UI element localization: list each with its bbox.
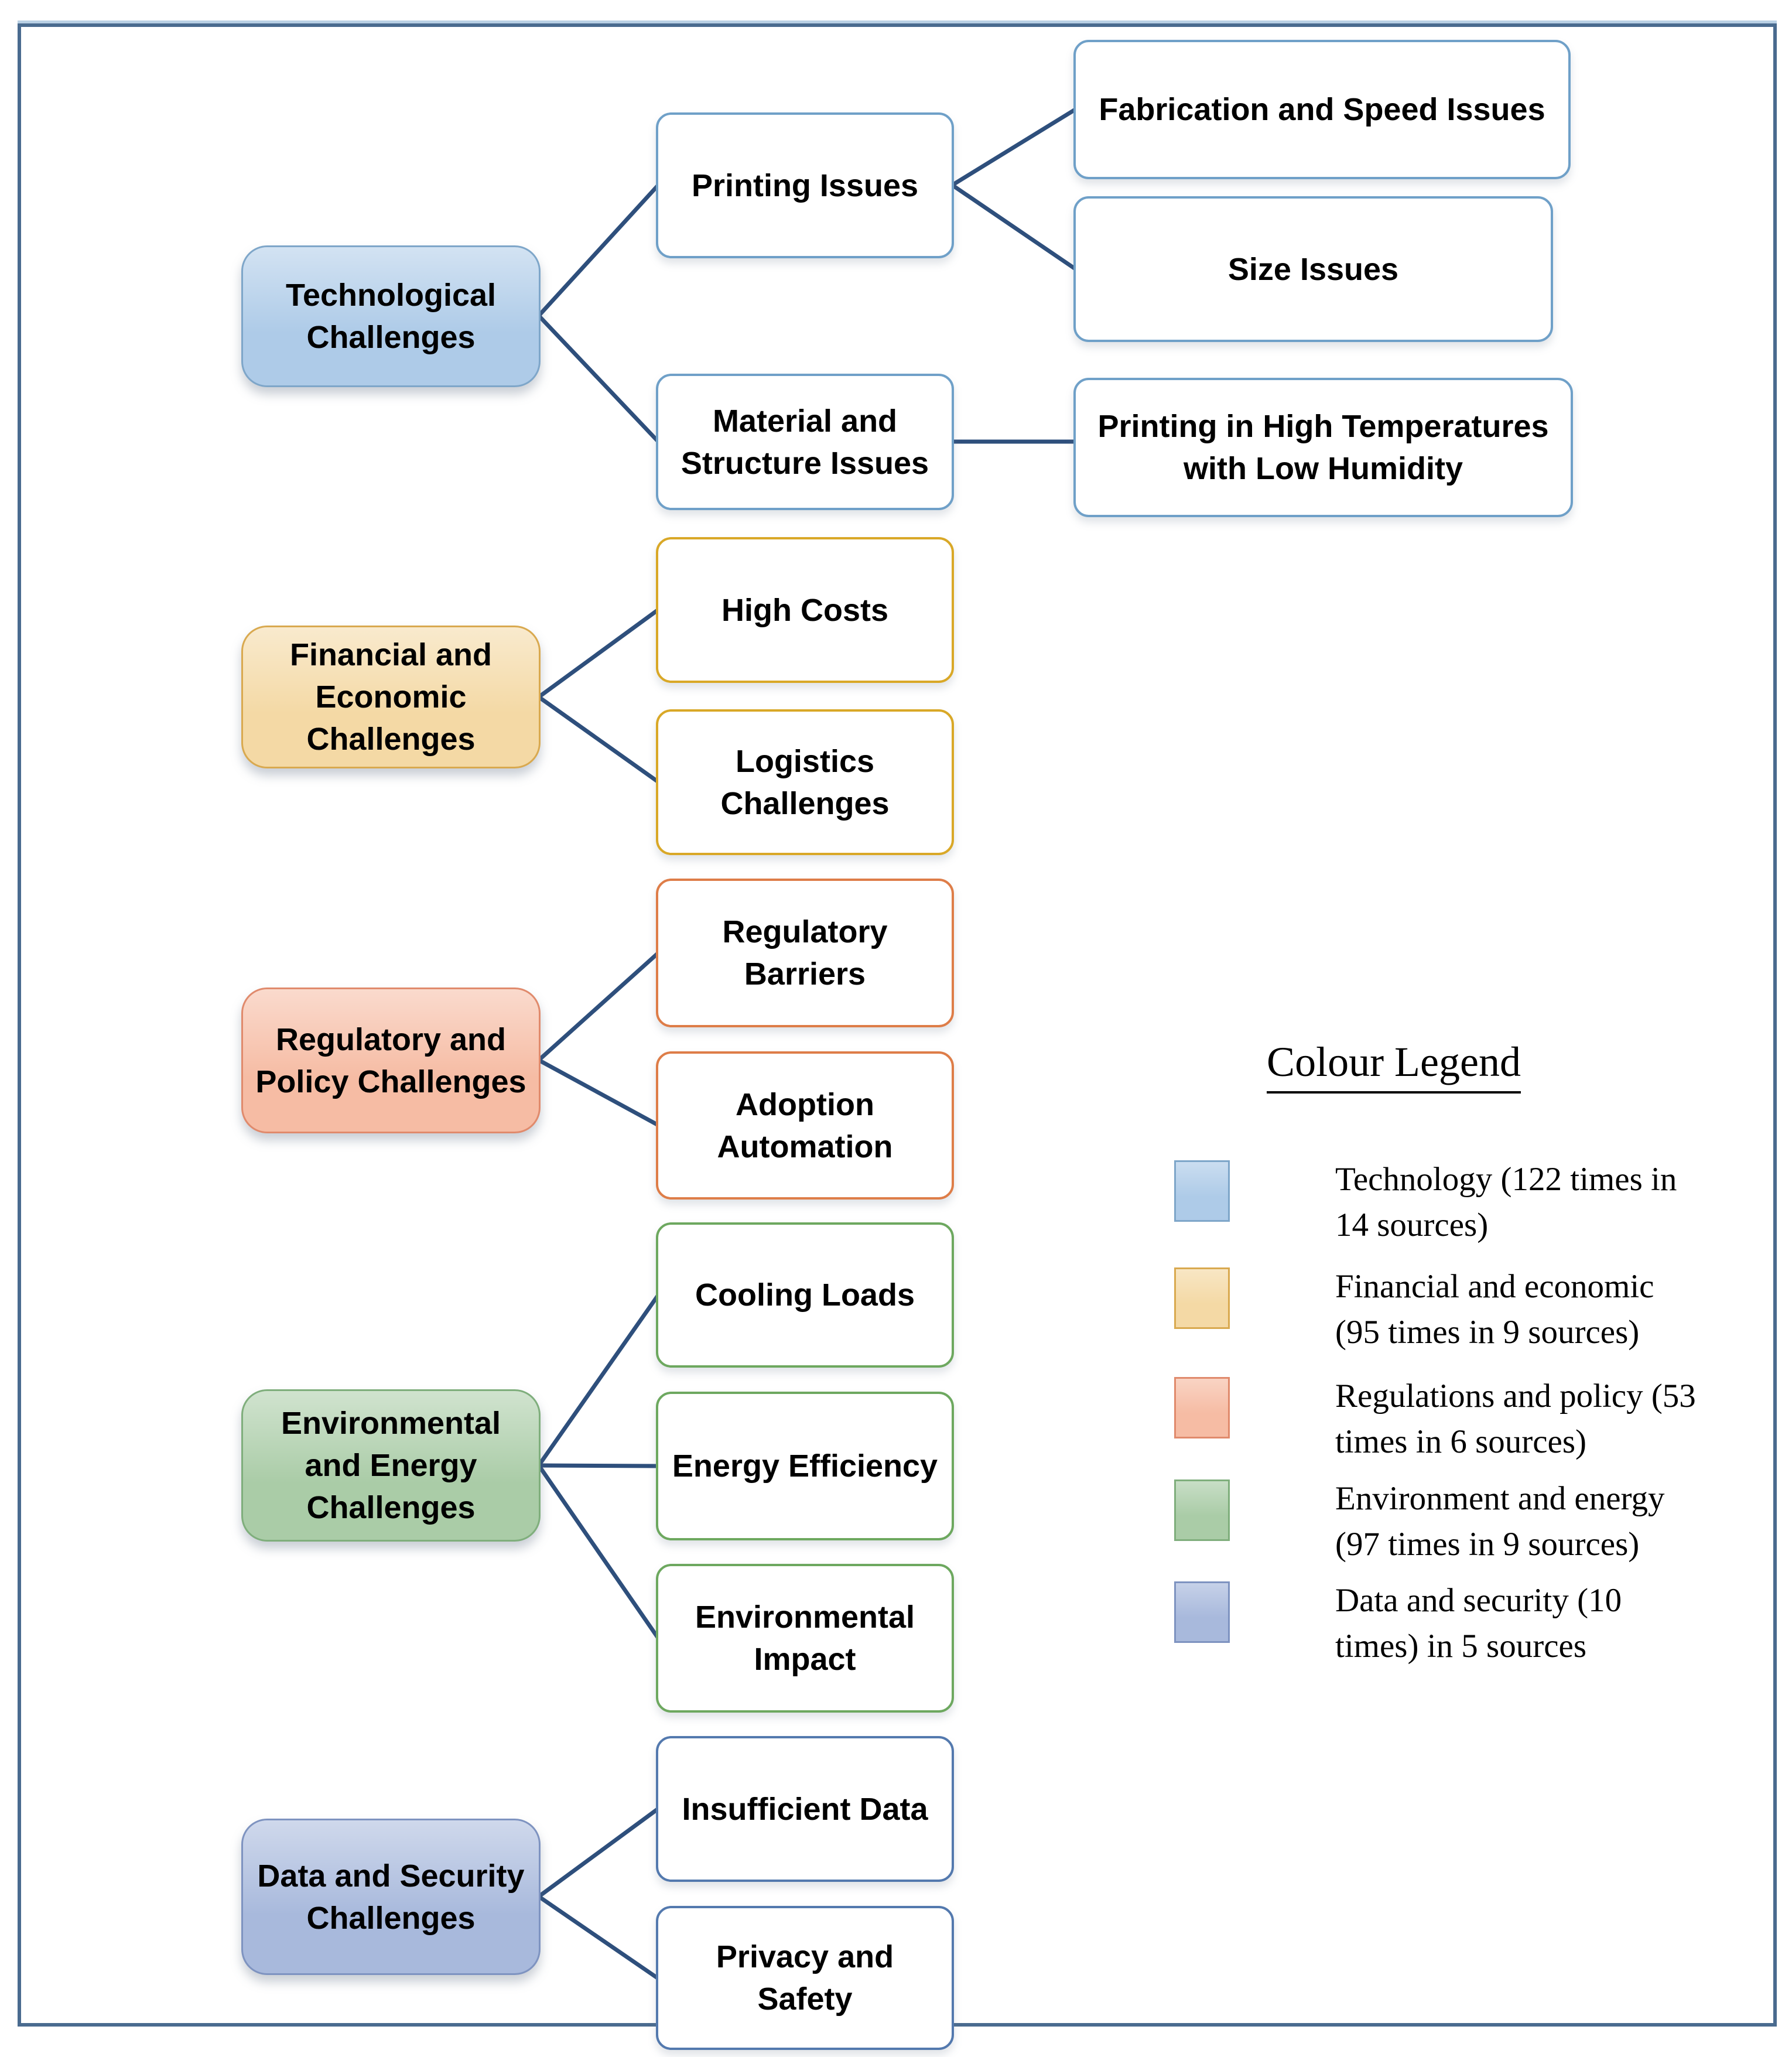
child-label-line: Structure Issues [680, 445, 929, 481]
grandchild-label-line: with Low Humidity [1184, 451, 1463, 486]
legend-swatch-data-security [1174, 1581, 1230, 1643]
child-box-privacy-safety: Privacy and Safety [656, 1906, 954, 2050]
category-label-line: and Energy [305, 1448, 477, 1483]
child-box-cooling-loads: Cooling Loads [656, 1222, 954, 1368]
child-box-insufficient-data: Insufficient Data [656, 1736, 954, 1882]
child-label-line: Challenges [720, 785, 890, 821]
child-label-line: Regulatory [722, 914, 888, 949]
category-label-line: Challenges [306, 320, 476, 355]
legend-swatch-technology [1174, 1160, 1230, 1222]
child-label-line: Adoption [736, 1086, 874, 1122]
grandchild-box-size-issues: Size Issues [1073, 196, 1553, 342]
grandchild-label-line: Printing in High Temperatures [1097, 409, 1549, 444]
category-box-financial: Financial and Economic Challenges [241, 626, 541, 768]
legend-title: Colour Legend [1218, 1038, 1569, 1094]
category-box-technological: Technological Challenges [241, 245, 541, 387]
child-label-line: Insufficient Data [682, 1791, 928, 1827]
connector-printing-size [950, 183, 1078, 271]
category-label-line: Regulatory and [275, 1021, 507, 1057]
child-label-line: Energy Efficiency [672, 1448, 938, 1484]
connector-printing-fabrication [950, 107, 1078, 187]
legend-item-label: Technology (122 times in 14 sources) [1335, 1161, 1677, 1243]
grandchild-label-line: Fabrication and Speed Issues [1099, 92, 1545, 127]
child-box-regulatory-barriers: Regulatory Barriers [656, 879, 954, 1027]
grandchild-label-line: Size Issues [1227, 251, 1399, 287]
category-label-line: Financial and [289, 637, 493, 672]
legend-item-label: Regulations and policy (53 times in 6 so… [1335, 1378, 1696, 1460]
child-box-material-structure: Material and Structure Issues [656, 374, 954, 510]
legend-item-technology: Technology (122 times in 14 sources) [1174, 1157, 1766, 1248]
category-box-data-security: Data and Security Challenges [241, 1819, 541, 1975]
category-box-environmental: Environmental and Energy Challenges [241, 1389, 541, 1542]
child-label-line: High Costs [721, 592, 888, 628]
child-label-line: Safety [757, 1981, 853, 2017]
category-box-regulatory: Regulatory and Policy Challenges [241, 988, 541, 1133]
connector-reg-barriers [536, 951, 661, 1062]
connector-tech-printing [536, 183, 661, 318]
child-box-logistics: Logistics Challenges [656, 709, 954, 855]
grandchild-box-fabrication-speed: Fabrication and Speed Issues [1073, 40, 1571, 179]
category-label-line: Challenges [306, 1490, 476, 1525]
connector-data-insufficient [536, 1806, 661, 1899]
child-box-environmental-impact: Environmental Impact [656, 1564, 954, 1713]
child-label-line: Cooling Loads [695, 1277, 915, 1313]
connector-fin-logistics [536, 695, 661, 784]
legend-item-regulations: Regulations and policy (53 times in 6 so… [1174, 1373, 1766, 1465]
connector-tech-material [536, 313, 661, 444]
child-label-line: Barriers [744, 956, 866, 992]
category-label-line: Challenges [306, 1900, 476, 1936]
legend-item-environment: Environment and energy (97 times in 9 so… [1174, 1476, 1766, 1567]
legend-swatch-financial [1174, 1267, 1230, 1329]
child-box-energy-efficiency: Energy Efficiency [656, 1392, 954, 1540]
category-label-line: Policy Challenges [255, 1064, 526, 1099]
connector-fin-highcosts [536, 607, 661, 699]
category-label-line: Environmental [281, 1406, 501, 1441]
legend-item-label: Financial and economic (95 times in 9 so… [1335, 1268, 1654, 1351]
legend-item-label: Environment and energy (97 times in 9 so… [1335, 1480, 1665, 1563]
legend-swatch-regulations [1174, 1377, 1230, 1438]
legend-swatch-environment [1174, 1479, 1230, 1541]
child-label-line: Privacy and [716, 1939, 894, 1974]
connector-reg-adoption [536, 1058, 661, 1127]
child-label-line: Logistics [735, 743, 875, 779]
child-box-adoption-automation: Adoption Automation [656, 1051, 954, 1200]
category-label-line: Data and Security [257, 1858, 525, 1894]
grandchild-box-high-temp-printing: Printing in High Temperatures with Low H… [1073, 378, 1573, 517]
child-label-line: Automation [717, 1129, 893, 1164]
child-box-high-costs: High Costs [656, 537, 954, 683]
child-label-line: Environmental [695, 1600, 915, 1635]
category-label-line: Technological [285, 278, 497, 313]
legend-item-label: Data and security (10 times) in 5 source… [1335, 1582, 1622, 1665]
legend-item-data-security: Data and security (10 times) in 5 source… [1174, 1578, 1766, 1669]
category-label-line: Economic [315, 679, 467, 715]
child-label-line: Printing Issues [691, 168, 919, 203]
category-label-line: Challenges [306, 722, 476, 757]
legend-item-financial: Financial and economic (95 times in 9 so… [1174, 1264, 1766, 1355]
connector-env-impact [536, 1463, 661, 1641]
child-label-line: Impact [754, 1642, 856, 1677]
child-box-printing-issues: Printing Issues [656, 112, 954, 258]
connector-data-privacy [536, 1894, 661, 1981]
child-label-line: Material and [712, 403, 898, 439]
connector-env-cooling [536, 1293, 661, 1468]
connector-env-energy [536, 1463, 661, 1468]
